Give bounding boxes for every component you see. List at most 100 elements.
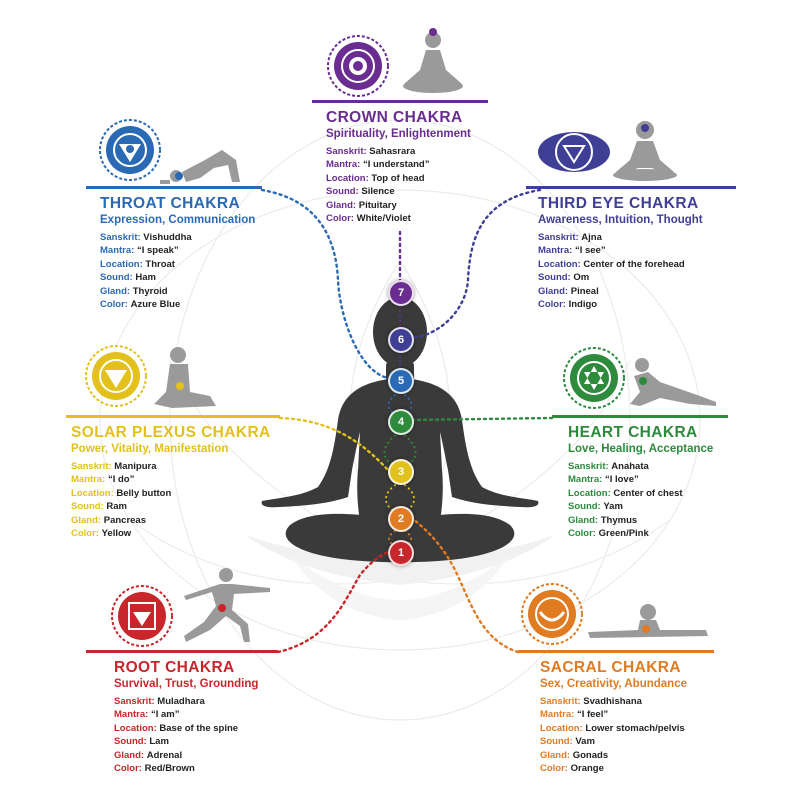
connector-root (276, 550, 390, 654)
solar-mantra-label: Mantra: (71, 474, 106, 486)
connector-heart (410, 416, 554, 422)
throat-mantra-value: “I speak” (136, 245, 179, 257)
chakra-node-1: 1 (388, 540, 414, 566)
sacral-sanskrit-label: Sanskrit: (540, 696, 581, 707)
connector-sacral (410, 516, 520, 654)
sacral-sound-label: Sound: (540, 736, 573, 748)
chakra-node-7: 7 (388, 280, 414, 306)
crown-rule (312, 100, 488, 103)
sacral-location-label: Location: (540, 722, 583, 734)
connector-third-eye (410, 188, 542, 340)
third-eye-color-label: Color: (538, 299, 566, 311)
heart-pose-figure (630, 358, 716, 406)
crown-gland-value: Pituitary (358, 199, 397, 211)
third-eye-location-label: Location: (538, 258, 581, 270)
heart-sanskrit-value: Anahata (611, 461, 649, 472)
solar-sanskrit-label: Sanskrit: (71, 461, 112, 472)
heart-subtitle: Love, Healing, Acceptance (568, 443, 714, 455)
third-eye-rule (526, 186, 736, 189)
root-gland-label: Gland: (114, 749, 145, 761)
chakra-node-4: 4 (388, 409, 414, 435)
solar-title: SOLAR PLEXUS CHAKRA (71, 424, 271, 441)
root-sanskrit-value: Muladhara (157, 696, 205, 707)
solar-pose-figure (154, 347, 216, 408)
root-title: ROOT CHAKRA (114, 659, 235, 676)
chakra-node-6: 6 (388, 327, 414, 353)
crown-emblem-icon (327, 35, 389, 97)
throat-emblem-icon (99, 119, 161, 181)
root-sound-label: Sound: (114, 736, 147, 748)
throat-subtitle: Expression, Communication (100, 214, 256, 226)
solar-location-label: Location: (71, 487, 114, 499)
sacral-title: SACRAL CHAKRA (540, 659, 681, 676)
solar-sound-label: Sound: (71, 501, 104, 513)
third-eye-gland-value: Pineal (570, 285, 599, 297)
crown-pose-figure (403, 32, 463, 93)
chakra-node-3: 3 (388, 459, 414, 485)
throat-color-value: Azure Blue (130, 299, 181, 311)
sacral-mantra-value: “I feel” (576, 709, 609, 721)
crown-color-value: White/Violet (356, 213, 411, 225)
heart-color-value: Green/Pink (598, 528, 649, 540)
heart-location-value: Center of chest (613, 487, 683, 499)
sacral-color-value: Orange (570, 763, 604, 775)
throat-mantra-label: Mantra: (100, 245, 135, 257)
sacral-chakra-block: SACRAL CHAKRA Sex, Creativity, Abundance… (518, 650, 714, 775)
throat-color-label: Color: (100, 299, 128, 311)
third-eye-location-value: Center of the forehead (583, 258, 685, 270)
throat-gland-value: Thyroid (132, 285, 168, 297)
third-eye-title: THIRD EYE CHAKRA (538, 195, 699, 212)
sacral-subtitle: Sex, Creativity, Abundance (540, 678, 687, 690)
crown-mantra-value: “I understand” (362, 159, 430, 171)
solar-mantra-value: “I do” (107, 474, 135, 486)
crown-subtitle: Spirituality, Enlightenment (326, 128, 471, 140)
sacral-location-value: Lower stomach/pelvis (585, 722, 685, 734)
connector-lines (260, 188, 554, 654)
third-eye-chakra-block: THIRD EYE CHAKRA Awareness, Intuition, T… (526, 186, 736, 311)
third-eye-sanskrit-label: Sanskrit: (538, 232, 579, 243)
crown-color-label: Color: (326, 213, 354, 225)
root-mantra-label: Mantra: (114, 709, 149, 721)
third-eye-sound-label: Sound: (538, 272, 571, 284)
solar-subtitle: Power, Vitality, Manifestation (71, 443, 229, 455)
root-sound-value: Lam (149, 736, 169, 748)
throat-pose-figure (160, 150, 240, 184)
throat-location-label: Location: (100, 258, 143, 270)
heart-sanskrit-label: Sanskrit: (568, 461, 609, 472)
heart-title: HEART CHAKRA (568, 424, 698, 441)
third-eye-sound-value: Om (573, 272, 590, 284)
solar-location-value: Belly button (116, 487, 172, 499)
root-subtitle: Survival, Trust, Grounding (114, 678, 259, 690)
crown-sanskrit-value: Sahasrara (369, 146, 416, 157)
crown-chakra-block: CROWN CHAKRA Spirituality, Enlightenment… (312, 100, 488, 225)
throat-title: THROAT CHAKRA (100, 195, 241, 212)
heart-mantra-value: “I love” (604, 474, 639, 486)
heart-emblem-icon (563, 347, 625, 409)
throat-gland-label: Gland: (100, 285, 131, 297)
solar-rule (66, 415, 280, 418)
third-eye-gland-label: Gland: (538, 285, 569, 297)
throat-rule (86, 186, 262, 189)
chakra-node-2: 2 (388, 506, 414, 532)
root-gland-value: Adrenal (146, 749, 183, 761)
crown-location-value: Top of head (371, 172, 425, 184)
sacral-gland-value: Gonads (572, 749, 609, 761)
heart-gland-label: Gland: (568, 514, 599, 526)
heart-gland-value: Thymus (600, 514, 638, 526)
heart-color-label: Color: (568, 528, 596, 540)
root-location-value: Base of the spine (159, 722, 239, 734)
crown-sound-value: Silence (361, 186, 395, 198)
root-chakra-block: ROOT CHAKRA Survival, Trust, Grounding S… (86, 650, 278, 775)
root-color-value: Red/Brown (144, 763, 195, 775)
meditating-silhouette (261, 297, 539, 563)
root-sanskrit-label: Sanskrit: (114, 696, 155, 707)
chakra-node-5: 5 (388, 368, 414, 394)
third-eye-color-value: Indigo (568, 299, 598, 311)
pose-chakra-dots (175, 28, 650, 633)
crown-mantra-label: Mantra: (326, 159, 361, 171)
third-eye-emblem-icon (538, 132, 610, 172)
crown-title: CROWN CHAKRA (326, 109, 463, 126)
connector-throat (260, 188, 390, 380)
heart-sound-label: Sound: (568, 501, 601, 513)
